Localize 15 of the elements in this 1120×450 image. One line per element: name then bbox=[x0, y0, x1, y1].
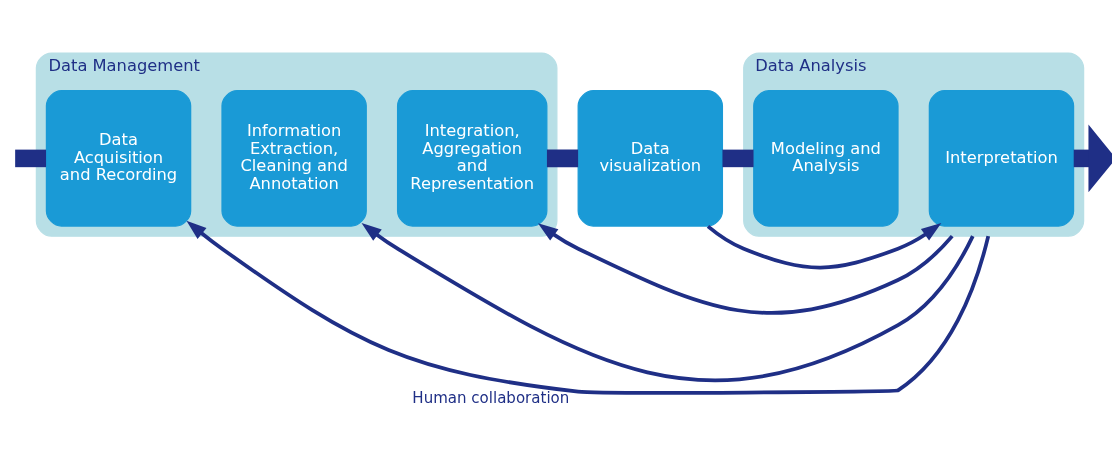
arrow bbox=[537, 223, 954, 315]
arrow bbox=[186, 220, 991, 395]
connector bbox=[546, 149, 579, 168]
node-box: Modeling and Analysis bbox=[753, 90, 899, 227]
arrow bbox=[1073, 124, 1112, 193]
arrow bbox=[361, 222, 975, 383]
node-box: Integration, Aggregation and Representation bbox=[396, 90, 548, 227]
connector bbox=[722, 149, 754, 168]
node-box: Data visualization bbox=[577, 90, 724, 227]
edge-label: Human collaboration bbox=[412, 388, 570, 407]
arrow bbox=[706, 223, 942, 270]
node-box: Information Extraction, Cleaning and Annotation bbox=[221, 90, 367, 227]
connector bbox=[15, 149, 47, 168]
node-box: Interpretation bbox=[928, 90, 1075, 227]
node-box: Data Acquisition and Recording bbox=[45, 90, 192, 227]
